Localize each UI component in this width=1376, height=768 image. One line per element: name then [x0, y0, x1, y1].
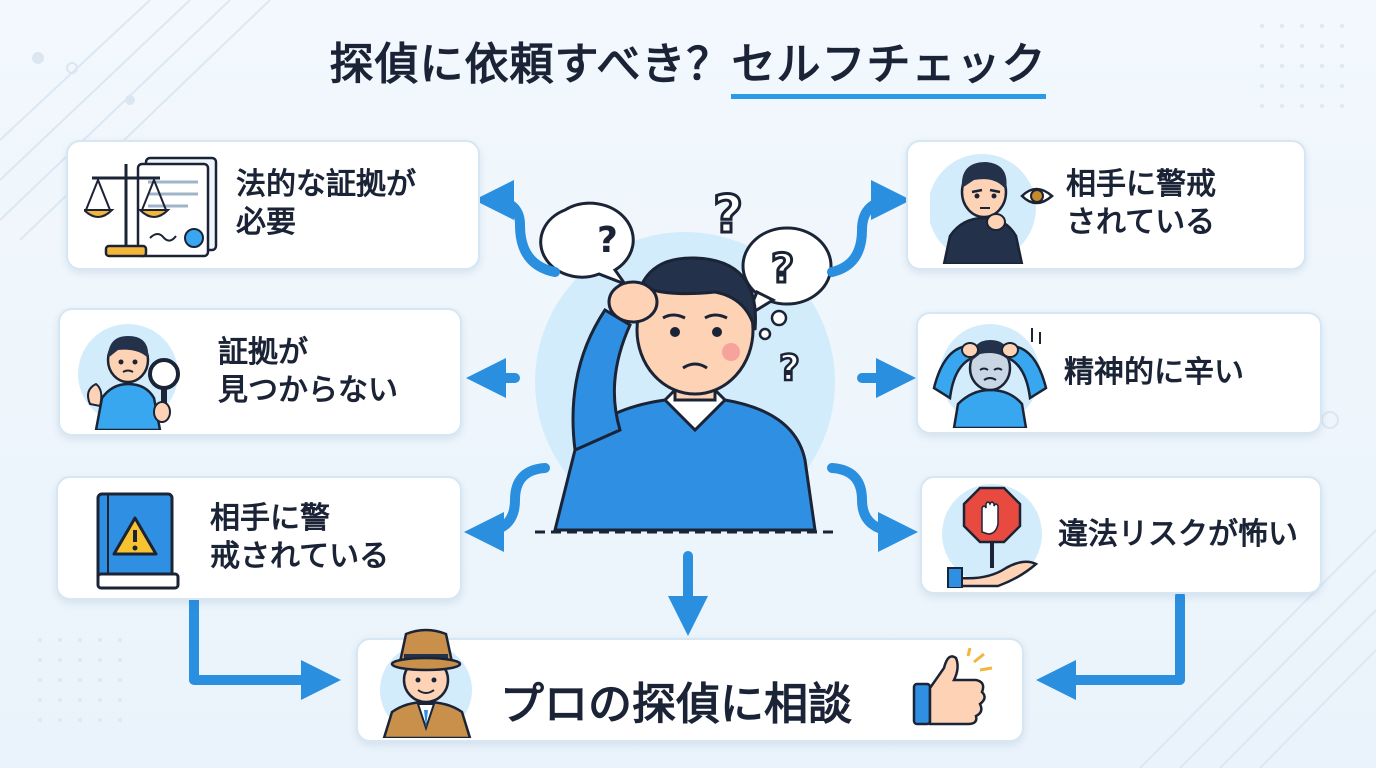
- warning-book-icon: [96, 492, 180, 590]
- card-right-3-label: 違法リスクが怖い: [1058, 517, 1298, 552]
- question-bubble-icon: ?: [539, 201, 635, 288]
- svg-text:?: ?: [713, 185, 743, 245]
- stop-sign-hand-icon: [942, 484, 1042, 588]
- card-left-2-label: 証拠が 見つからない: [218, 335, 398, 408]
- card-right-3: 違法リスクが怖い: [920, 476, 1322, 594]
- svg-text:?: ?: [779, 348, 800, 389]
- thumbs-up-icon: [912, 648, 993, 726]
- card-left-1-label: 法的な証拠が 必要: [236, 167, 416, 240]
- card-right-2-label: 精神的に辛い: [1064, 355, 1244, 390]
- card-left-3-label: 相手に警 戒されている: [210, 501, 390, 574]
- confused-man-icon: ? ? ? ?: [535, 184, 835, 534]
- suspicious-person-eye-icon: [930, 154, 1054, 264]
- svg-text:?: ?: [597, 220, 618, 261]
- card-right-1-label: 相手に警戒 されている: [1066, 167, 1216, 240]
- card-left-2: 証拠が 見つからない: [58, 308, 462, 436]
- page-title: 探偵に依頼すべき？セルフチェック: [0, 28, 1376, 99]
- card-right-1: 相手に警戒 されている: [906, 140, 1306, 270]
- person-magnifier-icon: [78, 324, 180, 430]
- svg-text:?: ?: [771, 246, 794, 292]
- card-right-2: 精神的に辛い: [916, 312, 1322, 434]
- card-left-1: 法的な証拠が 必要: [66, 140, 480, 270]
- title-accent: セルフチェック: [731, 39, 1047, 99]
- distressed-person-icon: [932, 324, 1048, 428]
- detective-icon: [380, 628, 472, 738]
- card-left-3: 相手に警 戒されている: [56, 476, 462, 600]
- title-main: 探偵に依頼すべき？: [329, 39, 732, 90]
- cta-label: プロの探偵に相談: [500, 679, 852, 730]
- scales-document-icon: [84, 156, 218, 258]
